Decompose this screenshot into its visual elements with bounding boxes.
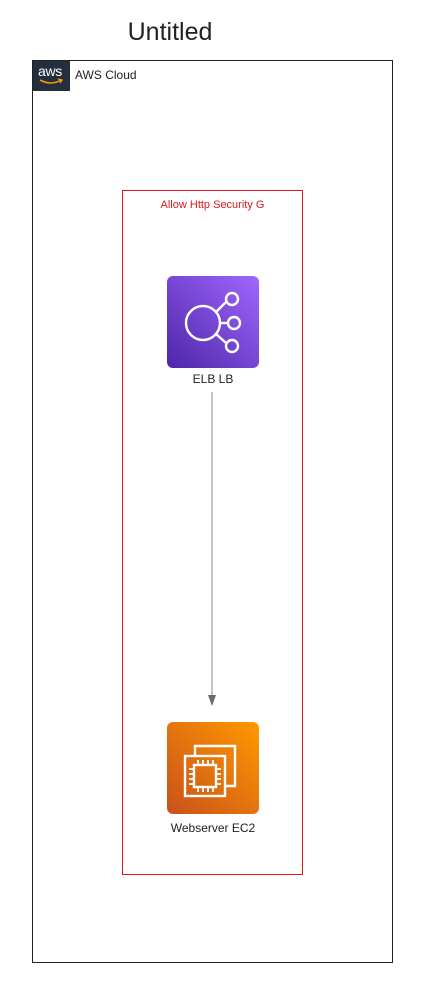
aws-logo-text: aws	[38, 63, 62, 79]
aws-smile-icon	[39, 78, 63, 84]
aws-logo-icon: aws	[33, 61, 70, 91]
aws-cloud-group[interactable]: aws AWS Cloud	[32, 60, 393, 963]
diagram-title: Untitled	[127, 18, 213, 46]
node-ec2[interactable]	[167, 722, 259, 814]
node-elb-label: ELB LB	[192, 372, 234, 386]
node-elb[interactable]	[167, 276, 259, 368]
node-ec2-label: Webserver EC2	[170, 821, 256, 835]
ec2-instance-icon	[183, 744, 237, 798]
aws-cloud-label: AWS Cloud	[75, 68, 137, 82]
security-group[interactable]: Allow Http Security G	[122, 190, 303, 875]
security-group-label: Allow Http Security G	[160, 199, 265, 211]
elastic-load-balancing-icon	[184, 291, 242, 354]
